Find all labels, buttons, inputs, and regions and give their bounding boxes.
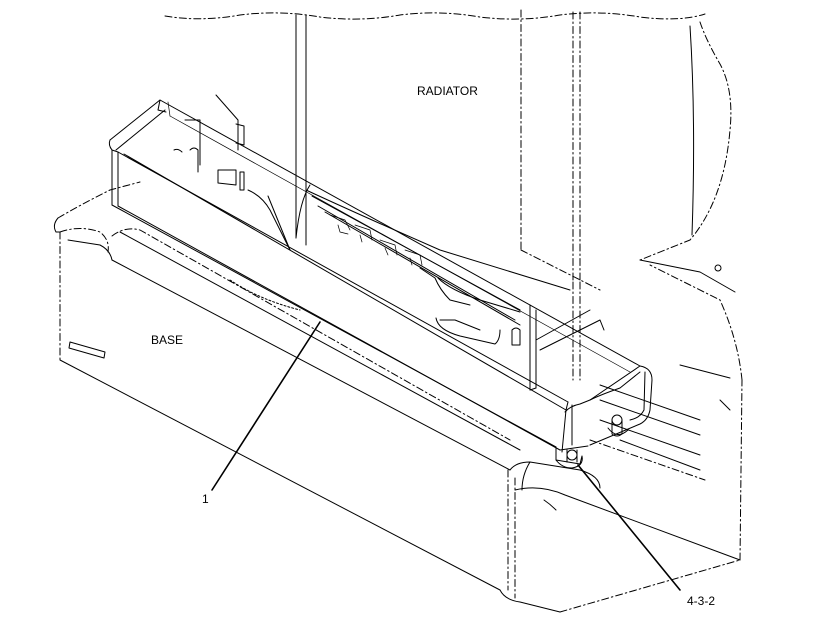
radiator-label: RADIATOR <box>417 84 478 98</box>
base-outline <box>53 181 743 613</box>
base-label: BASE <box>151 333 184 347</box>
callout-1-label: 1 <box>202 492 209 506</box>
radiator-outline <box>164 9 732 381</box>
leader-line-1 <box>211 321 321 491</box>
mounting-channel <box>108 94 653 469</box>
leader-line-2 <box>577 464 681 591</box>
callout-4-3-2-label: 4-3-2 <box>687 594 716 608</box>
